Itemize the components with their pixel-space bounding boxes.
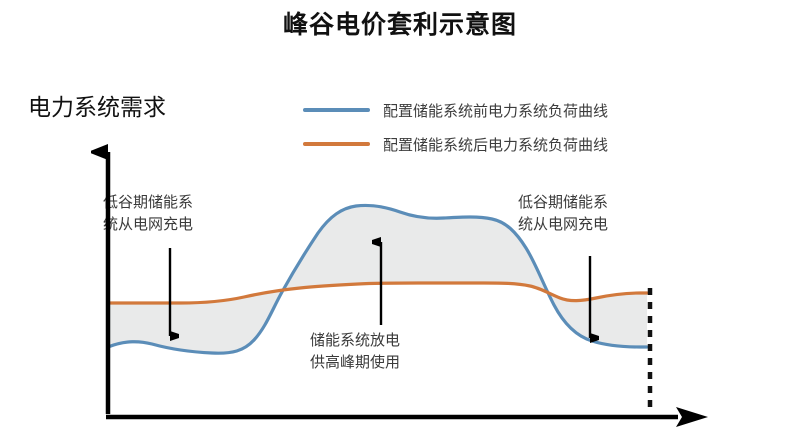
annotation-low-valley-charge-left: 低谷期储能系 统从电网充电 — [103, 193, 194, 233]
legend-label-after: 配置储能系统后电力系统负荷曲线 — [383, 136, 609, 154]
curve-load-before-storage — [106, 203, 649, 355]
page-title: 峰谷电价套利示意图 — [282, 10, 517, 39]
annotation-low-valley-charge-right: 低谷期储能系 统从电网充电 — [518, 193, 609, 233]
y-axis-label: 电力系统需求 — [28, 95, 166, 121]
annotation-peak-discharge: 储能系统放电 供高峰期使用 — [310, 331, 401, 371]
curve-load-after-storage — [106, 281, 649, 305]
legend-label-before: 配置储能系统前电力系统负荷曲线 — [383, 102, 609, 120]
fill-between-curves — [108, 205, 647, 354]
